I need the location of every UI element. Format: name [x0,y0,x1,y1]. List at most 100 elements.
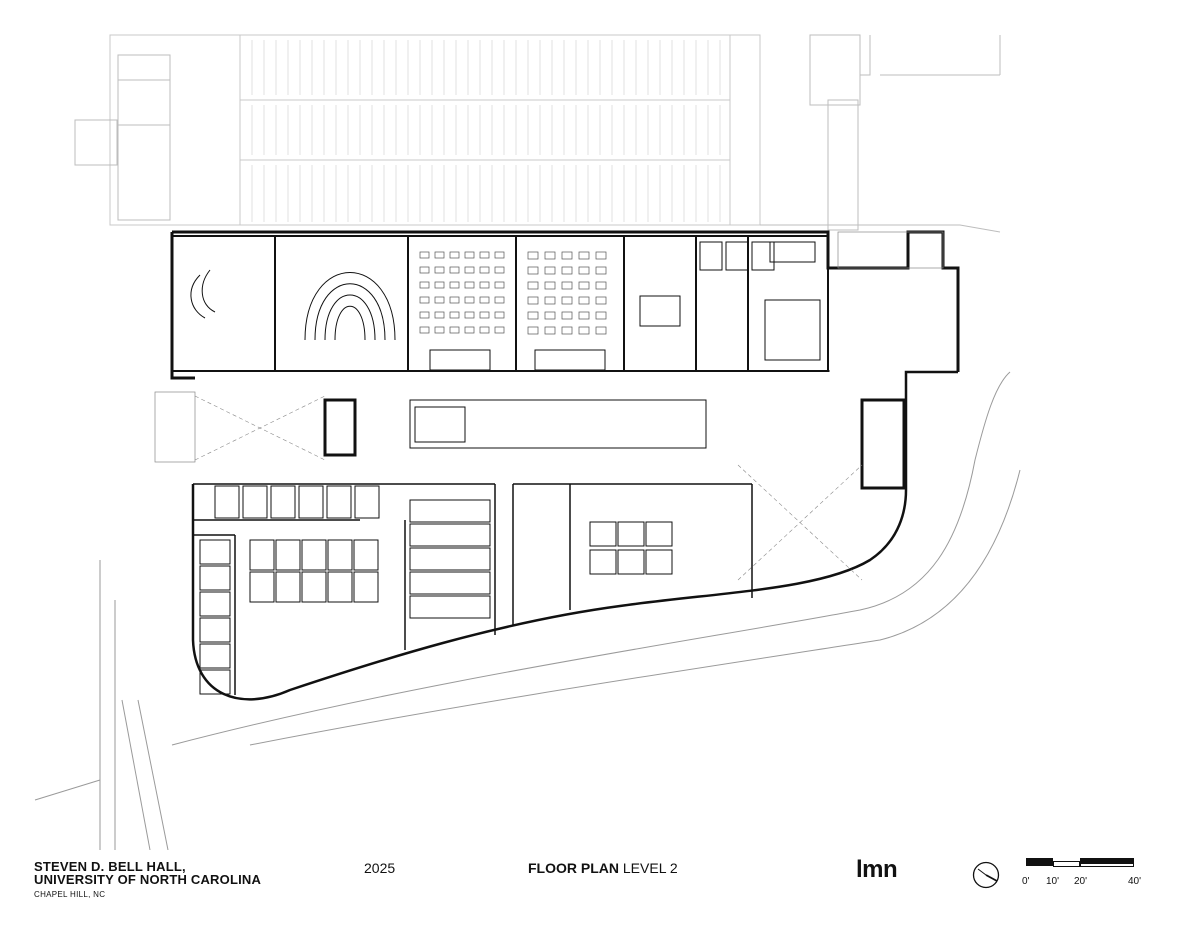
classroom-desk [449,311,460,319]
classroom-table [544,296,556,305]
atrium [154,231,944,581]
scale-segment-3 [1080,858,1134,863]
classroom-desk [449,251,460,259]
classroom-desk [419,326,430,334]
classroom-table [561,266,573,275]
office-room [249,571,275,603]
classroom-desk [479,326,490,334]
classroom-table [561,251,573,260]
scale-segment-1 [1026,858,1053,866]
upper-room-walls [171,235,830,372]
office-room [275,571,301,603]
classroom-table [527,251,539,260]
office-room [199,539,231,565]
scale-label-40: 40' [1128,876,1142,887]
office-room [353,539,379,571]
classroom-desk [464,326,475,334]
office-room [249,539,275,571]
context-adjacent-building [760,34,1001,233]
classroom-table [561,296,573,305]
classroom-table [578,281,590,290]
classroom-desk [479,311,490,319]
context-left-structure [74,54,171,221]
classroom-table [595,281,607,290]
floor-plan-drawing [34,34,1021,850]
classroom-table [544,311,556,320]
classroom-desk [419,266,430,274]
classroom-desk [434,251,445,259]
drawing-title-level: LEVEL 2 [619,860,678,876]
office-room [617,521,645,547]
drawing-title: FLOOR PLAN LEVEL 2 [528,860,678,876]
title-block: STEVEN D. BELL HALL, UNIVERSITY OF NORTH… [34,860,294,899]
office-room [270,485,296,519]
classroom-desk [494,281,505,289]
office-room [275,539,301,571]
classroom-desk [494,326,505,334]
classroom-desk [434,266,445,274]
classroom-table [595,296,607,305]
classroom-desk [449,281,460,289]
office-room [725,241,749,271]
classroom-desk [464,251,475,259]
classroom-desk [434,311,445,319]
classroom-desk [464,296,475,304]
office-room [764,299,821,361]
scale-segment-4 [1080,863,1134,867]
classroom-desk [419,311,430,319]
classroom-table [578,251,590,260]
office-room [751,241,775,271]
building-outline [170,230,960,701]
classroom-table [561,326,573,335]
context-road [34,371,1021,850]
office-room [409,523,491,547]
office-room [327,571,353,603]
classroom-table [527,266,539,275]
classroom-desk [464,266,475,274]
office-room [409,547,491,571]
classroom-desk [419,281,430,289]
office-room [199,565,231,591]
project-name-line1: STEVEN D. BELL HALL, [34,859,186,874]
classroom-desk [419,296,430,304]
classroom-desk [419,251,430,259]
scale-label-20: 20' [1074,876,1088,887]
office-room [645,521,673,547]
classroom-table [578,296,590,305]
classroom-desk [449,326,460,334]
classroom-table [544,251,556,260]
office-room [589,521,617,547]
context-parking-lot [109,34,761,226]
office-room [301,571,327,603]
classroom-table [595,266,607,275]
scale-label-10: 10' [1046,876,1060,887]
office-room [589,549,617,575]
scale-segment-2 [1053,861,1080,867]
classroom-table [544,326,556,335]
classroom-table [595,251,607,260]
north-arrow-icon [972,861,1000,889]
office-room [327,539,353,571]
classroom-desk [479,251,490,259]
classroom-desk [494,251,505,259]
office-wing-walls [193,483,753,695]
classroom-table [578,266,590,275]
office-room [409,571,491,595]
office-room [199,591,231,617]
drawing-year: 2025 [364,860,396,876]
lecture-seating [190,241,816,371]
classroom-desk [494,311,505,319]
classroom-table [544,281,556,290]
office-room [242,485,268,519]
classroom-table [561,281,573,290]
classroom-desk [464,311,475,319]
classroom-desk [479,266,490,274]
classroom-table [527,281,539,290]
classroom-desk [449,266,460,274]
classroom-table [544,266,556,275]
office-cells [199,241,821,695]
classroom-table [527,296,539,305]
classroom-furniture [419,251,607,335]
office-room [617,549,645,575]
classroom-desk [434,326,445,334]
